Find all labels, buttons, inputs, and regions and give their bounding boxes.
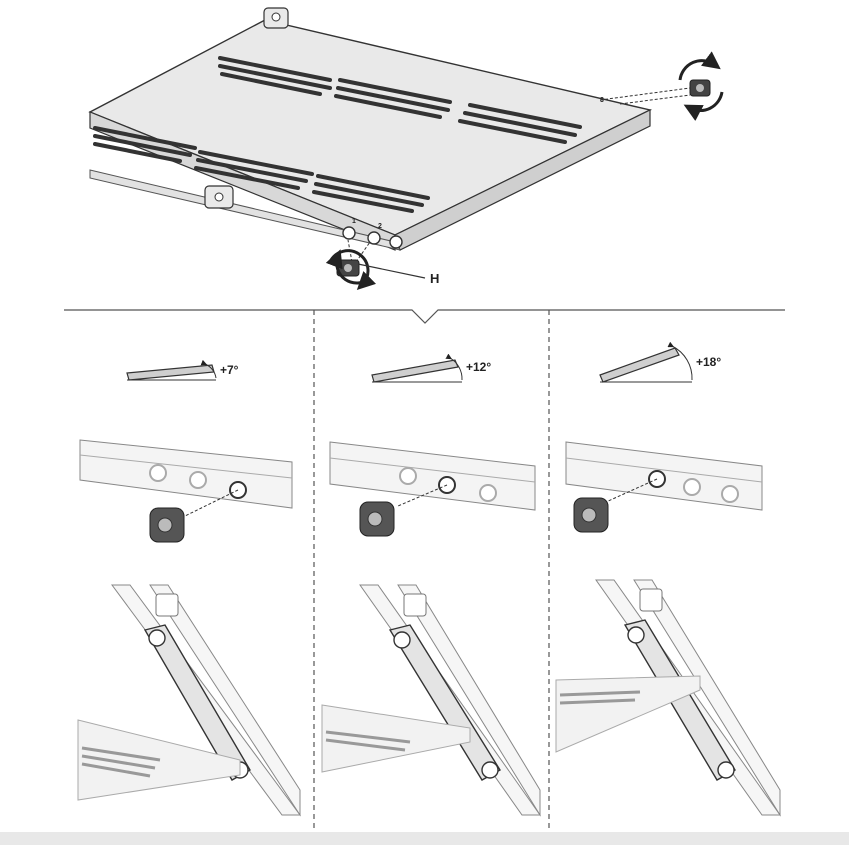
plate-mark-1: 1 (352, 218, 356, 225)
angle-label-3: +18° (696, 355, 721, 369)
rotate-arrow-icon-back-2 (683, 91, 724, 121)
angle-label-1: +7° (220, 363, 239, 377)
shelf-plate-lower-rail (89, 169, 402, 251)
panel-3: +18° (555, 341, 781, 817)
hinge-detail-1 (77, 584, 301, 817)
hinge-tab-side (204, 185, 234, 209)
bolt-back (599, 79, 711, 105)
rail-detail-3 (565, 441, 763, 533)
shelf-plate-overview: 1 2 3 H (88, 7, 724, 291)
angle-label-2: +12° (466, 360, 491, 374)
adjustment-holes-front: 1 2 3 (342, 97, 604, 249)
rotate-arrow-icon-front-2 (325, 249, 371, 285)
panel-1: +7° (77, 359, 301, 817)
angle-indicator-1: +7° (126, 359, 239, 381)
angle-indicator-3: +18° (599, 341, 721, 383)
plate-mark-2: 2 (378, 223, 382, 230)
plate-mark-3: 3 (600, 97, 604, 104)
section-dividers (64, 309, 785, 835)
hinge-detail-2 (321, 584, 541, 817)
panel-2: +12° (321, 353, 541, 817)
ventilation-slots (93, 56, 582, 213)
hinge-detail-3 (555, 579, 781, 817)
bottom-strip (0, 832, 849, 845)
angle-indicator-2: +12° (371, 353, 491, 383)
rail-detail-1 (79, 439, 293, 543)
callout-leader-line (357, 263, 426, 279)
rotate-arrow-icon-back (678, 51, 721, 81)
callout-label-h: H (430, 271, 439, 286)
rail-detail-2 (329, 441, 536, 537)
shelf-plate-front-edge (89, 111, 396, 251)
hinge-tab-top (263, 7, 289, 29)
